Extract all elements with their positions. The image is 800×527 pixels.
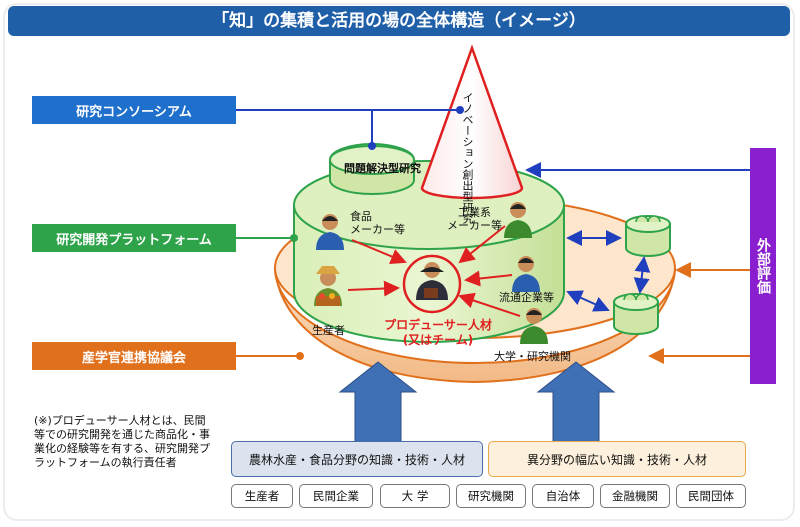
person-icon-distribution [512, 256, 540, 292]
person-icon-center [416, 262, 448, 300]
university-label: 大学・研究機関 [494, 350, 571, 363]
category-university: 大 学 [380, 484, 450, 508]
person-icon-industrial-maker [504, 202, 532, 238]
small-platform-cylinder-top [625, 215, 671, 257]
platform-label: 研究開発プラットフォーム [32, 224, 236, 252]
producer-talent-label: プロデューサー人材 (又はチーム) [384, 318, 492, 347]
page-title: 「知」の集積と活用の場の全体構造（イメージ） [8, 6, 790, 36]
innovation-cone [420, 44, 524, 200]
small-platform-cylinder-bottom [613, 293, 659, 335]
consortium-label: 研究コンソーシアム [32, 96, 236, 124]
category-private-organization: 民間団体 [676, 484, 746, 508]
category-financial-institution: 金融機関 [600, 484, 670, 508]
upward-arrow-right [536, 361, 616, 443]
external-evaluation-label: 外部評価 [750, 148, 776, 384]
category-producer: 生産者 [231, 484, 293, 508]
dome-label: 問題解決型研究 [344, 162, 421, 175]
food-maker-label: 食品 メーカー等 [350, 210, 405, 236]
producer-label: 生産者 [312, 324, 345, 337]
council-label: 産学官連携協議会 [32, 342, 236, 370]
cone-label: イノベーション創出型研究 [461, 92, 474, 224]
outer-frame [3, 3, 795, 521]
category-private-company: 民間企業 [299, 484, 373, 508]
person-icon-university [520, 308, 548, 344]
person-icon-producer [314, 266, 342, 306]
upward-arrow-left [338, 361, 418, 443]
knowledge-box-other: 異分野の幅広い知識・技術・人材 [488, 441, 746, 477]
industrial-maker-label: 工業系 メーカー等 [447, 206, 502, 232]
knowledge-box-agri: 農林水産・食品分野の知識・技術・人材 [231, 441, 483, 477]
category-local-government: 自治体 [532, 484, 594, 508]
category-research-institute: 研究機関 [456, 484, 526, 508]
distribution-label: 流通企業等 [499, 291, 554, 304]
person-icon-food-maker [316, 214, 344, 250]
producer-center-circle [402, 254, 462, 314]
footnote: (※)プロデューサー人材とは、民間等での研究開発を通じた商品化・事業化の経験等を… [34, 414, 210, 469]
